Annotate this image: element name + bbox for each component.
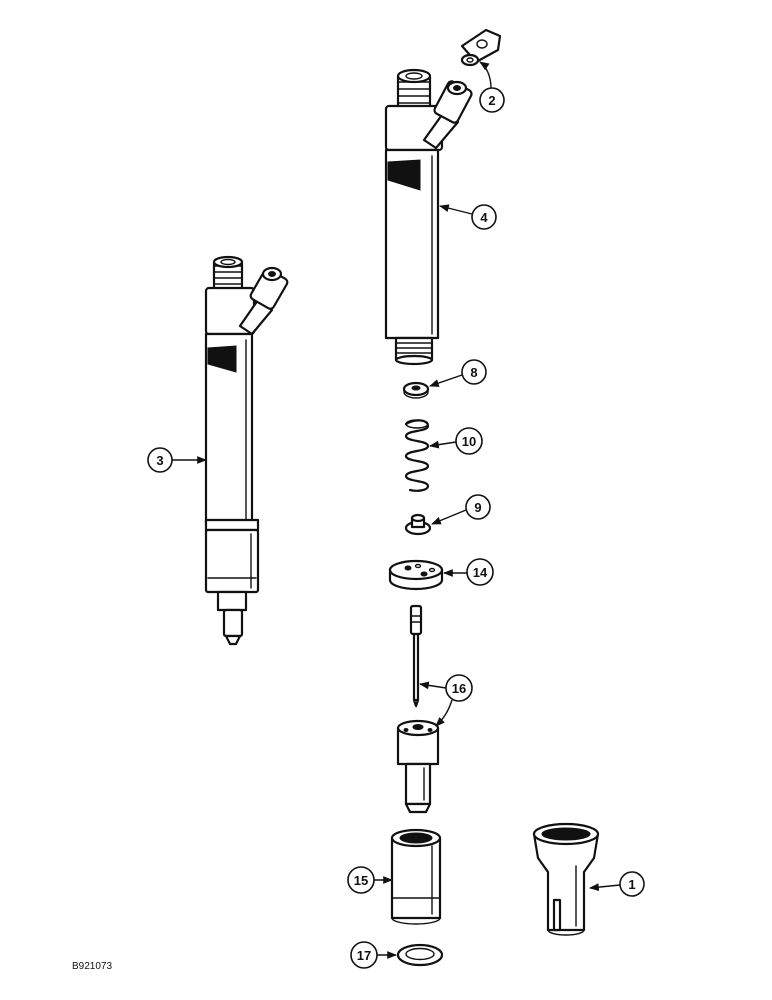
callout-8-label: 8 [470, 365, 477, 380]
callout-3-label: 3 [156, 453, 163, 468]
leak-off-clip [460, 28, 502, 67]
nozzle-body [396, 719, 440, 814]
spring [404, 419, 430, 492]
figure-id: B921073 [72, 961, 112, 972]
callout-4-label: 4 [480, 210, 488, 225]
callout-14: 14 [443, 558, 494, 586]
intermediate-plate [388, 559, 444, 591]
callout-3: 3 [147, 447, 207, 473]
callout-9-label: 9 [474, 500, 481, 515]
callout-8: 8 [429, 359, 487, 387]
callout-14-label: 14 [473, 565, 488, 580]
callout-10: 10 [429, 427, 483, 455]
assembled-injector [204, 255, 289, 646]
spring-seat [404, 513, 432, 536]
shim [402, 381, 430, 399]
callout-17: 17 [350, 941, 397, 969]
callout-16-label: 16 [452, 681, 466, 696]
copper-washer [396, 943, 444, 967]
callout-16: 16 [419, 674, 473, 727]
callout-4: 4 [439, 204, 497, 230]
injector-sleeve [532, 822, 600, 936]
callout-10-label: 10 [462, 434, 476, 449]
callout-1: 1 [589, 871, 645, 897]
needle-valve [409, 604, 423, 708]
callout-15-label: 15 [354, 873, 368, 888]
callout-2: 2 [479, 61, 505, 113]
callout-15: 15 [347, 866, 393, 894]
callout-17-label: 17 [357, 948, 371, 963]
callout-9: 9 [431, 494, 491, 525]
callout-1-label: 1 [628, 877, 635, 892]
nozzle-nut [390, 828, 442, 925]
injector-body [384, 68, 473, 366]
callout-2-label: 2 [488, 93, 495, 108]
